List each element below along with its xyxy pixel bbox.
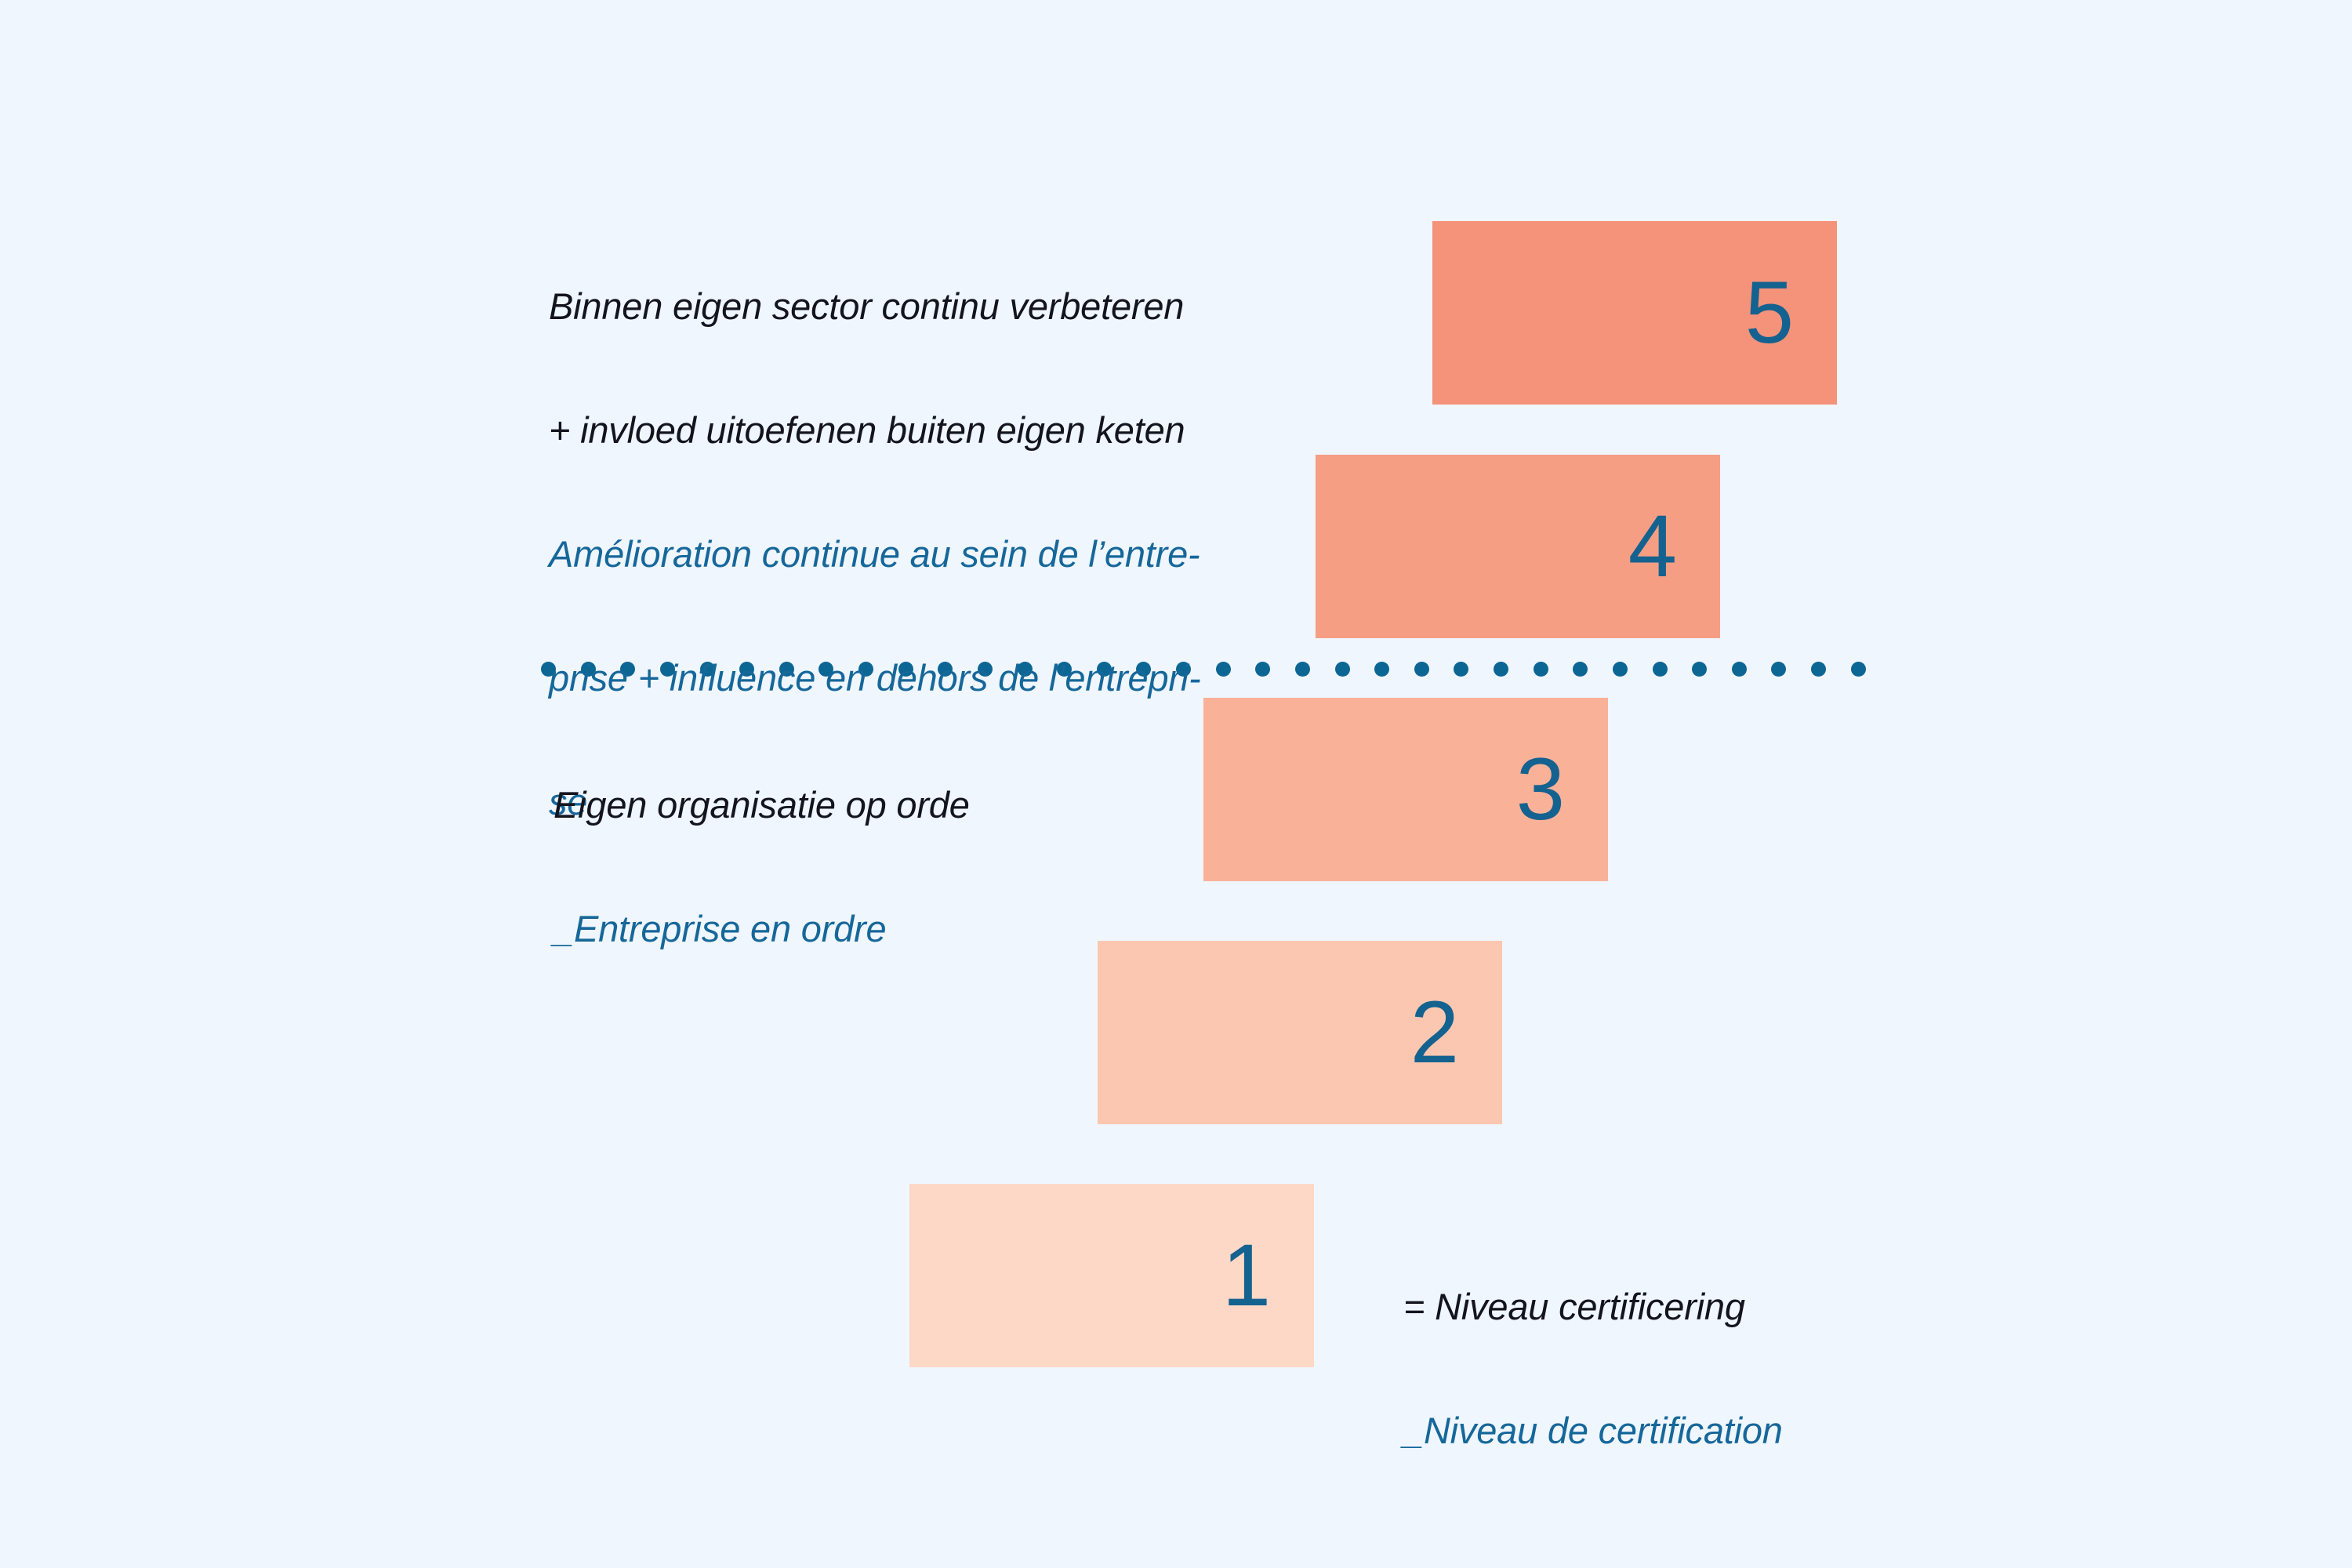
bar-level-1-label: 1 (1221, 1226, 1271, 1324)
certification-legend: = Niveau certificering _Niveau de certif… (1403, 1214, 2187, 1523)
certification-legend-french: _Niveau de certification (1403, 1410, 1783, 1451)
bar-level-5: 5 (1432, 221, 1837, 405)
annotation-above-french-line-1: Amélioration continue au sein de l’entre… (549, 533, 1200, 575)
annotation-above-french-line-2: prise + influence en dehors de l’entrepr… (549, 657, 1201, 699)
divider-dot (1731, 661, 1747, 677)
divider-dot (1652, 661, 1668, 677)
bar-level-3-label: 3 (1515, 740, 1565, 838)
bar-level-4-label: 4 (1628, 497, 1677, 595)
certification-legend-dutch: = Niveau certificering (1403, 1286, 1745, 1327)
annotation-above-divider: Binnen eigen sector continu verbeteren +… (549, 213, 1427, 895)
bar-level-1: 1 (909, 1184, 1314, 1367)
annotation-below-dutch: Eigen organisatie op orde (554, 784, 970, 826)
divider-dot (1811, 661, 1826, 677)
divider-dot (1850, 661, 1866, 677)
divider-dot (1494, 661, 1508, 677)
divider-dot (1692, 661, 1708, 677)
divider-dot (1771, 661, 1787, 677)
annotation-below-french: _Entreprise en ordre (554, 908, 887, 949)
bar-level-4: 4 (1316, 455, 1720, 638)
divider-dot (1612, 661, 1628, 677)
bar-level-2-label: 2 (1410, 983, 1459, 1081)
annotation-above-french-line-3: se (549, 781, 588, 822)
divider-dot (1573, 661, 1588, 677)
annotation-above-dutch-line-2: + invloed uitoefenen buiten eigen keten (549, 409, 1185, 451)
bar-level-2: 2 (1098, 941, 1502, 1124)
annotation-above-dutch-line-1: Binnen eigen sector continu verbeteren (549, 285, 1185, 327)
divider-dot (1454, 661, 1469, 677)
bar-level-5-label: 5 (1744, 263, 1794, 361)
annotation-below-divider: Eigen organisatie op orde _Entreprise en… (554, 712, 1259, 1022)
divider-dot (1533, 661, 1548, 677)
bar-level-3: 3 (1203, 698, 1608, 881)
